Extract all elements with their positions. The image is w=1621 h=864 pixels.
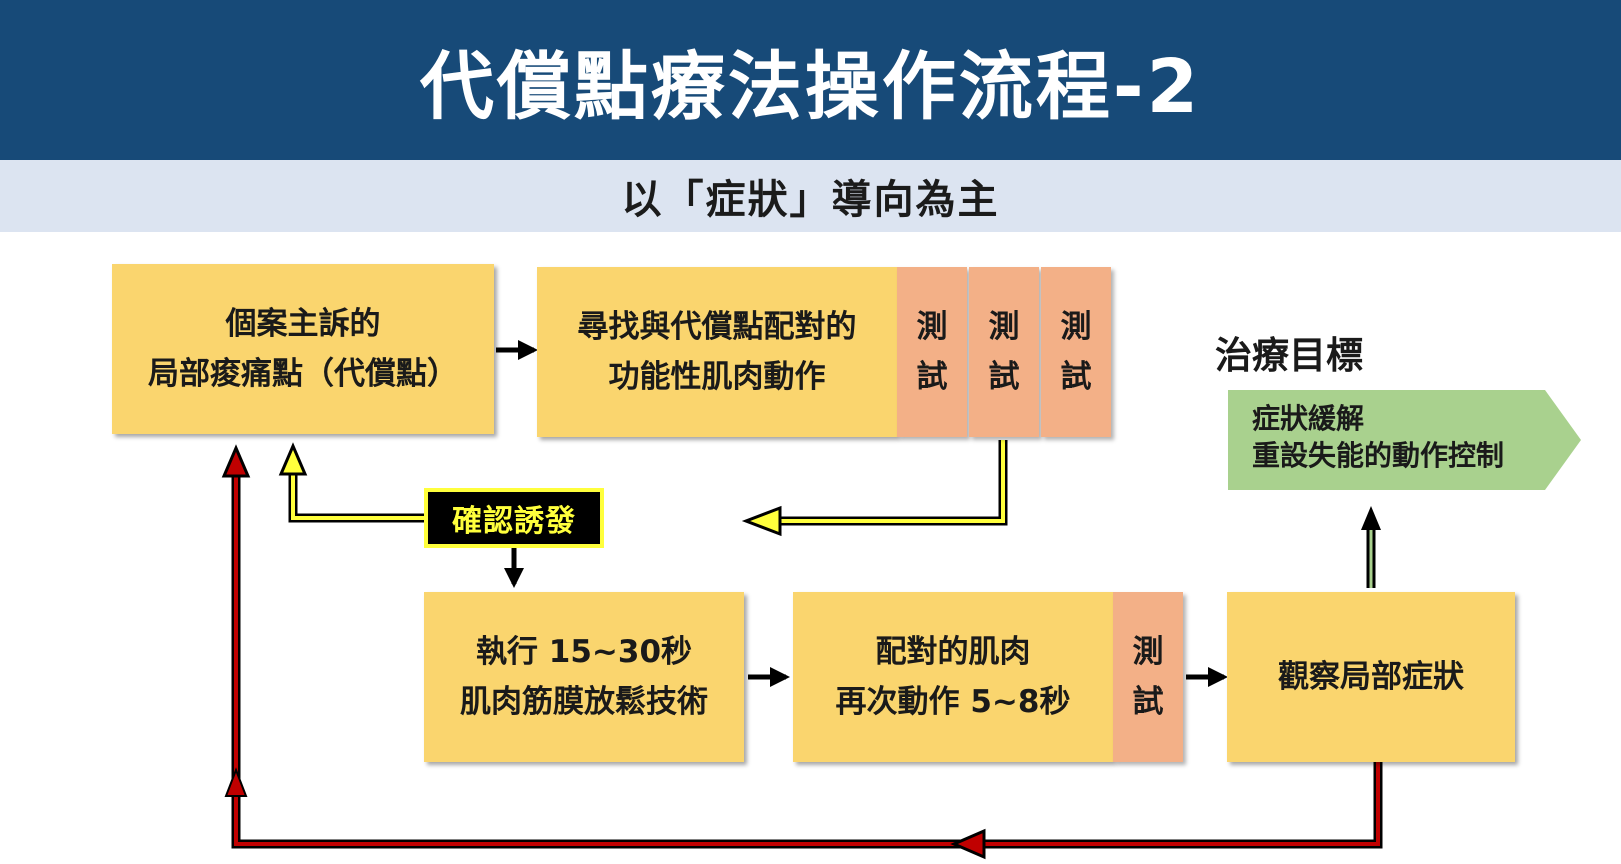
test-char-2: 試 [1132, 684, 1164, 720]
confirm-loop [278, 440, 1008, 537]
repeat-line-1: 配對的肌肉 [875, 634, 1031, 670]
test-cell-2: 測 試 [969, 267, 1039, 437]
goal-text: 症狀緩解 重設失能的動作控制 [1252, 400, 1504, 474]
complaint-line-1: 個案主訴的 [225, 306, 381, 342]
feedback-loop-arrowhead-up [221, 444, 251, 478]
execute-line-2: 肌肉筋膜放鬆技術 [460, 684, 708, 720]
test-char-1: 測 [1132, 634, 1164, 670]
subtitle-bar: 以「症狀」導向為主 [0, 160, 1621, 232]
confirm-loop-arrowhead-left [741, 505, 782, 537]
confirm-loop-arrowhead-up [278, 442, 308, 476]
complaint-line-2: 局部痠痛點（代償點） [148, 356, 458, 392]
find-action-line-2: 功能性肌肉動作 [608, 359, 826, 395]
test-cell-3: 測 試 [1041, 267, 1111, 437]
repeat-box: 配對的肌肉 再次動作 5~8秒 [793, 592, 1113, 762]
confirm-trigger-label: 確認誘發 [424, 488, 604, 548]
complaint-box: 個案主訴的 局部痠痛點（代償點） [112, 264, 494, 434]
feedback-loop-arrowhead-mid [224, 767, 248, 797]
test-char-1: 測 [1060, 309, 1092, 345]
goal-arrow-shape [1228, 390, 1581, 490]
test-char-2: 試 [1060, 359, 1092, 395]
execute-box: 執行 15~30秒 肌肉筋膜放鬆技術 [424, 592, 744, 762]
test-cell-1: 測 試 [897, 267, 967, 437]
test-char-1: 測 [916, 309, 948, 345]
test-cell-4: 測 試 [1113, 592, 1183, 762]
feedback-loop-arrowhead-left [950, 828, 986, 860]
test-char-2: 試 [988, 359, 1020, 395]
goal-title: 治療目標 [1215, 334, 1363, 377]
execute-line-1: 執行 15~30秒 [475, 634, 693, 670]
observe-box: 觀察局部症狀 [1227, 592, 1515, 762]
find-action-box: 尋找與代償點配對的 功能性肌肉動作 [537, 267, 897, 437]
test-char-1: 測 [988, 309, 1020, 345]
feedback-loop [221, 444, 1383, 860]
goal-line-1: 症狀緩解 [1252, 402, 1365, 435]
repeat-line-2: 再次動作 5~8秒 [835, 684, 1071, 720]
arrow-observe-to-goal [1361, 506, 1381, 588]
observe-label: 觀察局部症狀 [1278, 659, 1464, 695]
find-action-line-1: 尋找與代償點配對的 [577, 309, 857, 345]
test-char-2: 試 [916, 359, 948, 395]
goal-line-2: 重設失能的動作控制 [1252, 439, 1505, 472]
title-banner: 代償點療法操作流程-2 [0, 0, 1621, 160]
page-subtitle: 以「症狀」導向為主 [621, 177, 1000, 223]
page-title: 代償點療法操作流程-2 [419, 43, 1202, 130]
